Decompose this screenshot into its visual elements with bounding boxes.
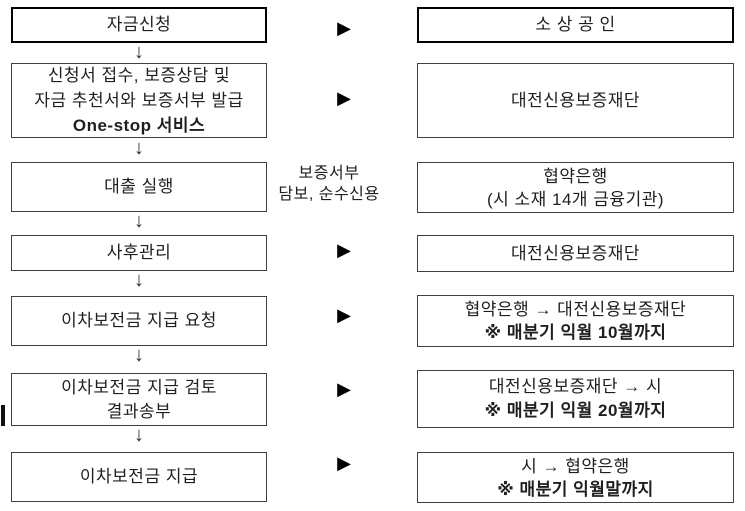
down-arrow-icon: ↓ bbox=[134, 424, 144, 446]
step-label: 결과송부 bbox=[106, 401, 172, 421]
step-box-loan-execution: 대출 실행 bbox=[11, 162, 267, 212]
right-arrow-icon: ▶ bbox=[337, 18, 351, 38]
step-label-emphasis: One-stop 서비스 bbox=[72, 116, 206, 135]
step-box-onestop-service: 신청서 접수, 보증상담 및 자금 추천서와 보증서부 발급 One-stop … bbox=[11, 63, 267, 138]
scan-artifact-mark bbox=[1, 405, 5, 426]
step-label: 사후관리 bbox=[106, 243, 172, 262]
actor-label: 협약은행 bbox=[543, 166, 608, 186]
deadline-note: ※ 매분기 익월 20월까지 bbox=[484, 401, 667, 420]
actor-label: 대전신용보증재단 bbox=[510, 90, 641, 110]
right-arrow-icon: ▶ bbox=[337, 305, 351, 325]
step-label: 이차보전금 지급 검토 bbox=[61, 377, 217, 397]
step-label: 이차보전금 지급 요청 bbox=[61, 311, 217, 330]
down-arrow-icon: ↓ bbox=[134, 210, 144, 232]
actor-sublabel: (시 소재 14개 금융기관) bbox=[486, 189, 665, 209]
right-arrow-icon: ▶ bbox=[337, 240, 351, 260]
right-arrow-icon: ▶ bbox=[337, 379, 351, 399]
step-label: 이차보전금 지급 bbox=[79, 467, 199, 486]
down-arrow-icon: ↓ bbox=[134, 344, 144, 366]
step-label: 신청서 접수, 보증상담 및 bbox=[47, 66, 231, 85]
right-arrow-icon: ▶ bbox=[337, 88, 351, 108]
down-arrow-icon: ↓ bbox=[134, 269, 144, 291]
step-label: 자금 추천서와 보증서부 발급 bbox=[34, 91, 244, 110]
down-arrow-icon: ↓ bbox=[134, 137, 144, 159]
step-box-fund-application: 자금신청 bbox=[11, 7, 267, 43]
actor-box-partner-banks: 협약은행 (시 소재 14개 금융기관) bbox=[417, 162, 734, 213]
actor-box-bank-to-foundation: 협약은행 → 대전신용보증재단 ※ 매분기 익월 10월까지 bbox=[417, 295, 734, 347]
step-box-subsidy-request: 이차보전금 지급 요청 bbox=[11, 296, 267, 346]
actor-box-small-business: 소 상 공 인 bbox=[417, 7, 734, 43]
actor-box-foundation-to-city: 대전신용보증재단 → 시 ※ 매분기 익월 20월까지 bbox=[417, 370, 734, 428]
connector-label-line: 담보, 순수신용 bbox=[278, 186, 380, 203]
connector-label-line: 보증서부 bbox=[298, 165, 360, 182]
actor-label: 시 → 협약은행 bbox=[521, 456, 630, 476]
step-box-post-management: 사후관리 bbox=[11, 235, 267, 271]
deadline-note: ※ 매분기 익월 10월까지 bbox=[484, 323, 667, 342]
actor-box-guarantee-foundation: 대전신용보증재단 bbox=[417, 63, 734, 138]
actor-box-city-to-bank: 시 → 협약은행 ※ 매분기 익월말까지 bbox=[417, 452, 734, 503]
connector-label-guarantee: 보증서부 담보, 순수신용 bbox=[261, 163, 397, 205]
right-arrow-icon: ▶ bbox=[337, 453, 351, 473]
actor-box-guarantee-foundation-2: 대전신용보증재단 bbox=[417, 235, 734, 272]
step-box-subsidy-payment: 이차보전금 지급 bbox=[11, 452, 267, 502]
actor-label: 대전신용보증재단 bbox=[510, 243, 641, 263]
step-box-subsidy-review: 이차보전금 지급 검토 결과송부 bbox=[11, 373, 267, 426]
deadline-note: ※ 매분기 익월말까지 bbox=[497, 479, 654, 499]
step-label: 자금신청 bbox=[106, 15, 172, 34]
down-arrow-icon: ↓ bbox=[134, 41, 144, 63]
actor-label: 소 상 공 인 bbox=[535, 15, 616, 34]
step-label: 대출 실행 bbox=[104, 177, 174, 196]
actor-label: 협약은행 → 대전신용보증재단 bbox=[464, 300, 687, 319]
actor-label: 대전신용보증재단 → 시 bbox=[488, 377, 663, 396]
